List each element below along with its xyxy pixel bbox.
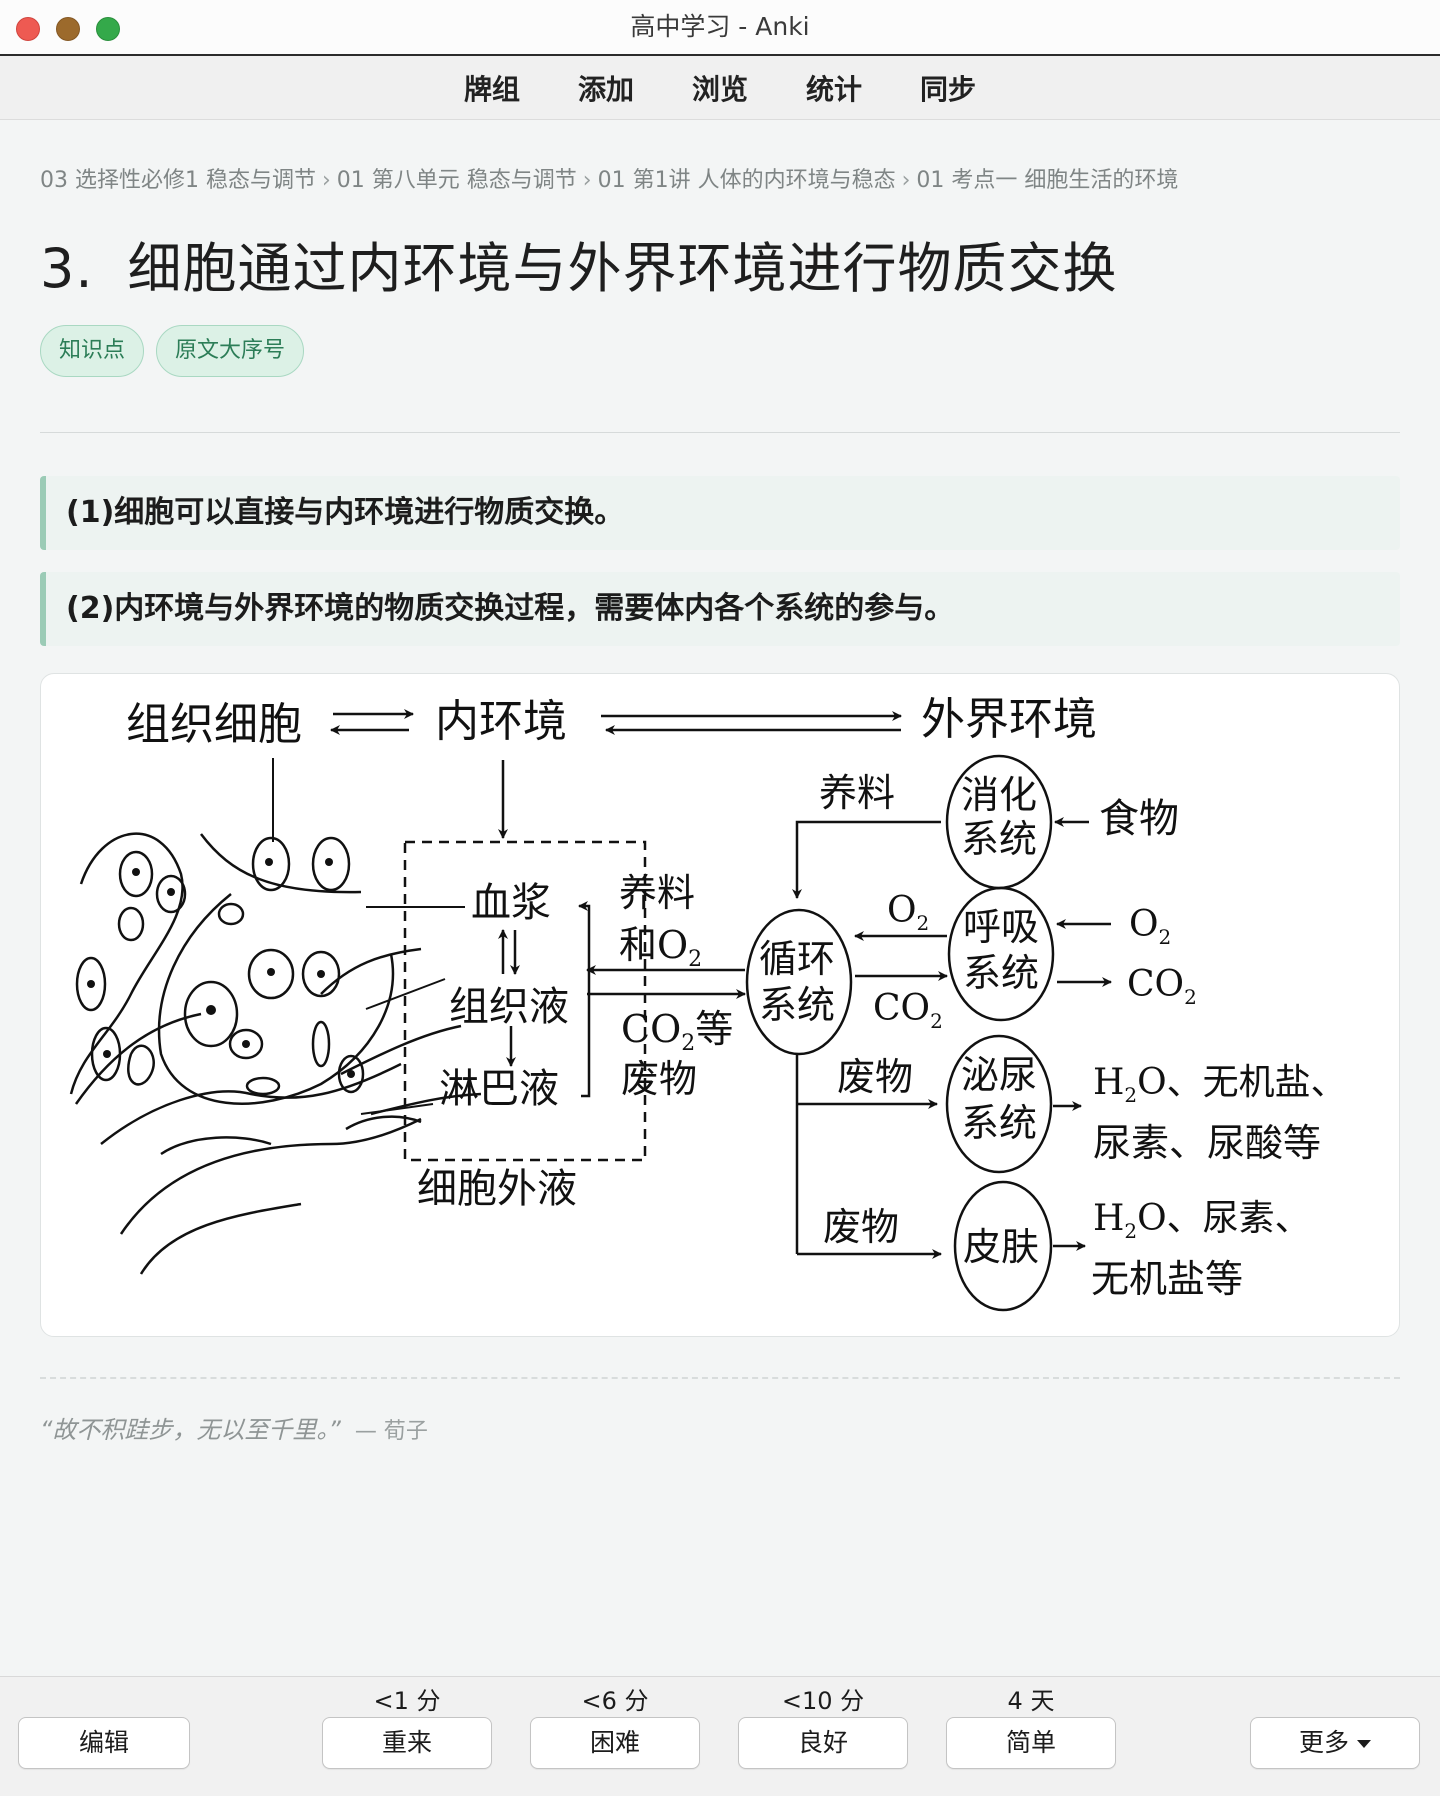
- again-interval: <1 分: [373, 1687, 441, 1715]
- label-waste-1: 废物: [837, 1055, 913, 1099]
- label-urinary-1: 泌尿: [961, 1053, 1037, 1097]
- breadcrumb-item: 01 第1讲 人体的内环境与稳态: [597, 168, 896, 193]
- again-button[interactable]: 重来: [322, 1717, 492, 1769]
- label-plasma: 血浆: [471, 880, 551, 926]
- more-label: 更多: [1298, 1728, 1349, 1757]
- toolbar-decks[interactable]: 牌组: [463, 72, 520, 106]
- urinary-system: [945, 1034, 1053, 1174]
- toolbar-browse[interactable]: 浏览: [691, 72, 748, 106]
- label-respiration-1: 呼吸: [963, 905, 1039, 949]
- label-co2-right: CO2: [1127, 964, 1197, 1009]
- diagram-card: 组织细胞 内环境 外界环境: [40, 673, 1400, 1337]
- label-internal-env: 内环境: [435, 696, 567, 747]
- key-point-2: (2)内环境与外界环境的物质交换过程，需要体内各个系统的参与。: [40, 572, 1400, 646]
- label-waste-2: 废物: [823, 1205, 899, 1249]
- quote-author: — 荀子: [354, 1419, 428, 1444]
- breadcrumb-item: 01 考点一 细胞生活的环境: [916, 168, 1179, 193]
- divider: [40, 432, 1400, 433]
- label-waste-left: 废物: [621, 1057, 697, 1101]
- ecf-box: [403, 840, 647, 1162]
- label-o2-right: O2: [1129, 904, 1171, 949]
- label-urinary-out-2: 尿素、尿酸等: [1093, 1121, 1321, 1165]
- arrow-internal-external: [601, 711, 902, 735]
- label-nutrients-top: 养料: [819, 771, 895, 815]
- good-button[interactable]: 良好: [738, 1717, 908, 1769]
- close-window-button[interactable]: [16, 17, 40, 41]
- main-toolbar: 牌组 添加 浏览 统计 同步: [0, 56, 1440, 120]
- tag-original-number[interactable]: 原文大序号: [156, 325, 305, 377]
- arrows-plasma-tissue: [498, 929, 520, 975]
- breadcrumb-item: 01 第八单元 稳态与调节: [336, 168, 577, 193]
- label-digestion-2: 系统: [961, 817, 1037, 861]
- good-interval: <10 分: [781, 1687, 865, 1715]
- more-button[interactable]: 更多: [1250, 1717, 1420, 1769]
- tag-knowledge-point[interactable]: 知识点: [40, 325, 145, 377]
- breadcrumb-separator: ›: [582, 168, 592, 193]
- label-nutrients-o2: 养料: [619, 871, 695, 915]
- easy-interval: 4 天: [1007, 1687, 1055, 1715]
- label-circulation-2: 系统: [759, 983, 835, 1027]
- tag-list: 知识点 原文大序号: [40, 325, 305, 377]
- toolbar-stats[interactable]: 统计: [806, 72, 863, 106]
- breadcrumb-item: 03 选择性必修1 稳态与调节: [40, 168, 316, 193]
- title-text: 细胞通过内环境与外界环境进行物质交换: [127, 237, 1118, 300]
- label-o2-mid: O2: [887, 890, 929, 935]
- label-co2-mid: CO2: [873, 988, 943, 1033]
- minimize-window-button[interactable]: [56, 17, 80, 41]
- label-skin-out-1: H2O、尿素、: [1093, 1198, 1311, 1243]
- hard-interval: <6 分: [581, 1687, 649, 1715]
- breadcrumb: 03 选择性必修1 稳态与调节›01 第八单元 稳态与调节›01 第1讲 人体的…: [40, 162, 1178, 194]
- exchange-diagram: 组织细胞 内环境 外界环境: [69, 694, 1347, 1312]
- respiration-system: [947, 886, 1055, 1022]
- label-skin-out-2: 无机盐等: [1091, 1257, 1243, 1301]
- label-food: 食物: [1099, 796, 1179, 842]
- toolbar-sync[interactable]: 同步: [920, 72, 977, 106]
- toolbar-add[interactable]: 添加: [577, 72, 634, 106]
- label-skin: 皮肤: [963, 1225, 1039, 1269]
- quote: “故不积跬步，无以至千里。” — 荀子: [40, 1410, 428, 1445]
- edit-button[interactable]: 编辑: [18, 1717, 190, 1769]
- label-urinary-out-1: H2O、无机盐、: [1093, 1062, 1347, 1107]
- breadcrumb-separator: ›: [901, 168, 911, 193]
- title-number: 3.: [40, 237, 94, 300]
- tissue-sketch: [69, 832, 482, 1275]
- label-ecf: 细胞外液: [417, 1166, 577, 1212]
- arrow-digestion-circ: [792, 820, 941, 899]
- label-digestion-1: 消化: [961, 773, 1037, 817]
- label-urinary-2: 系统: [961, 1101, 1037, 1145]
- label-respiration-2: 系统: [963, 951, 1039, 995]
- breadcrumb-separator: ›: [321, 168, 331, 193]
- tissue-nuclei: [87, 858, 355, 1078]
- title-bar: 高中学习 - Anki: [0, 0, 1440, 56]
- label-co2-etc: CO2等: [621, 1007, 733, 1056]
- quote-text: “故不积跬步，无以至千里。”: [40, 1416, 341, 1444]
- dashed-separator: [40, 1377, 1400, 1379]
- label-lymph: 淋巴液: [439, 1066, 559, 1112]
- page-title: 3. 细胞通过内环境与外界环境进行物质交换: [40, 224, 1118, 303]
- easy-button[interactable]: 简单: [946, 1717, 1116, 1769]
- caret-down-icon: [1357, 1740, 1371, 1748]
- circulation-system: [745, 908, 853, 1056]
- label-circulation-1: 循环: [759, 937, 835, 981]
- review-bottom-bar: 编辑 <1 分 重来 <6 分 困难 <10 分 良好 4 天 简单 更多: [0, 1676, 1440, 1796]
- key-point-1: (1)细胞可以直接与内环境进行物质交换。: [40, 476, 1400, 550]
- window-title: 高中学习 - Anki: [630, 12, 810, 41]
- label-tissue-cell: 组织细胞: [126, 699, 302, 750]
- leader-lines: [360, 906, 465, 1115]
- zoom-window-button[interactable]: [96, 17, 120, 41]
- label-external-env: 外界环境: [921, 694, 1097, 745]
- label-tissue-fluid: 组织液: [449, 984, 569, 1030]
- hard-button[interactable]: 困难: [530, 1717, 700, 1769]
- arrow-tissue-internal: [330, 709, 414, 735]
- arrow-lymph-plasma: [578, 901, 591, 1098]
- label-and-o2: 和O2: [619, 923, 702, 972]
- skin-system: [953, 1180, 1053, 1312]
